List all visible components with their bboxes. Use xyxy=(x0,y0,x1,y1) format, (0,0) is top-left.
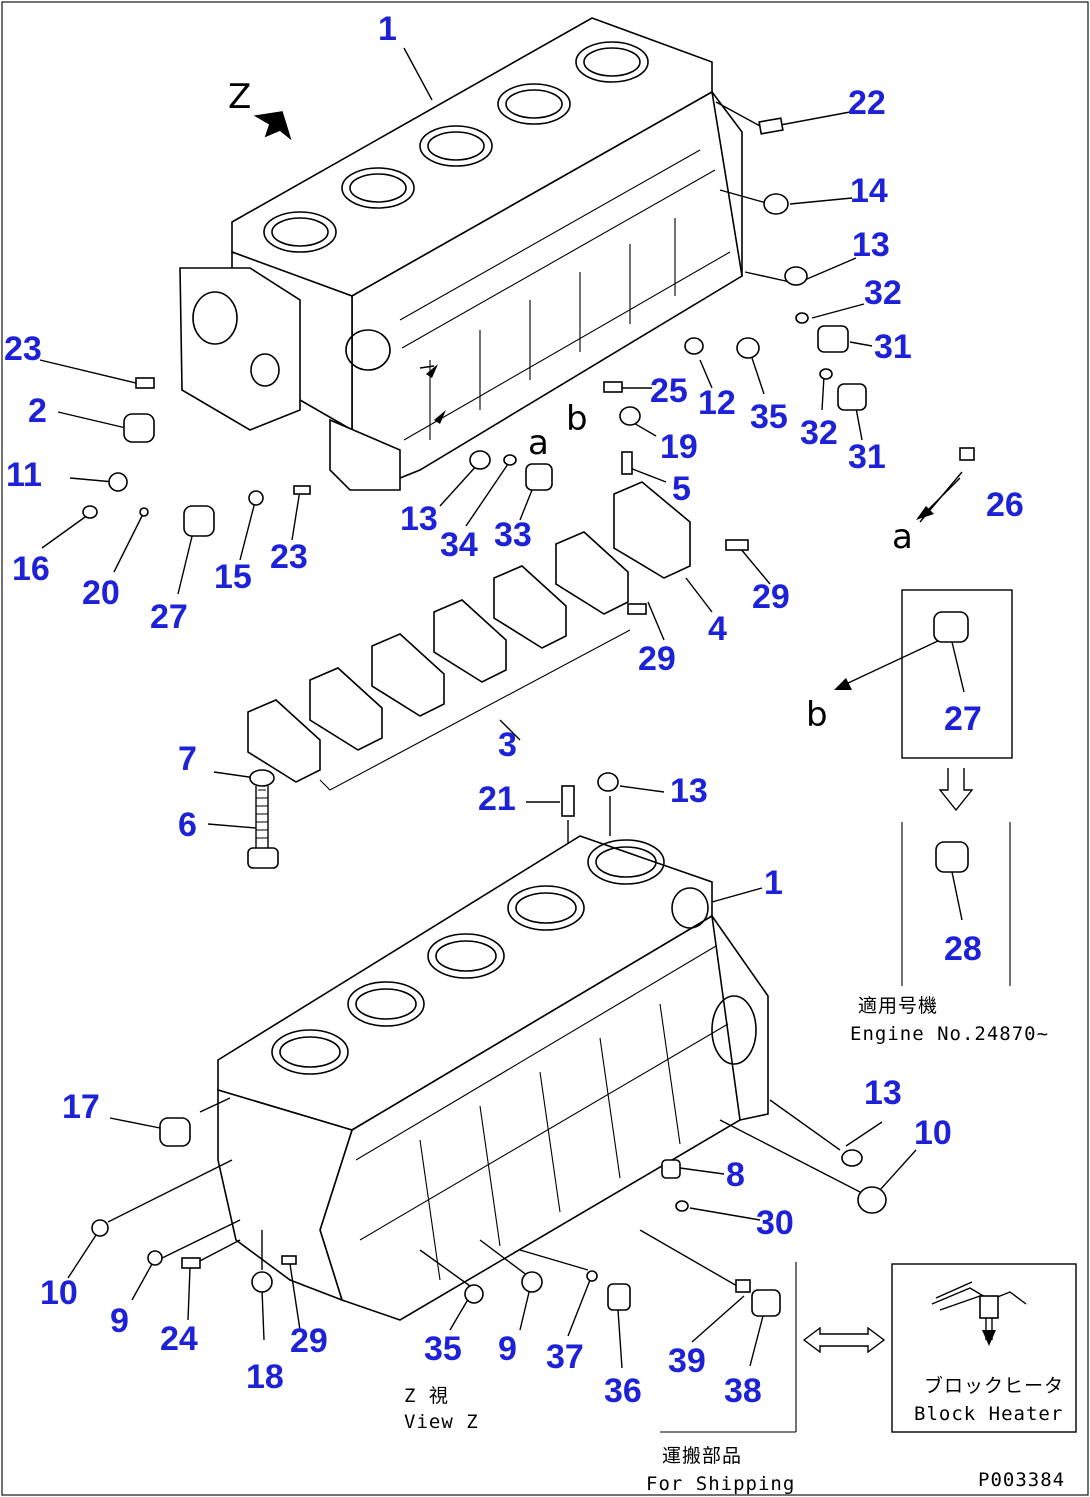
callout-label: 14 xyxy=(850,172,888,210)
dowel-and-plug xyxy=(526,772,665,870)
view-letter-a: a xyxy=(892,517,913,557)
callout-label: 26 xyxy=(986,486,1024,524)
callout-label: 31 xyxy=(874,328,912,366)
callout-label: 20 xyxy=(82,574,120,612)
view-z-note-jp: Z 視 xyxy=(404,1385,449,1407)
heater-note-jp: ブロックヒータ xyxy=(924,1374,1064,1397)
callout-label: 3 xyxy=(498,726,517,764)
callout-label: 24 xyxy=(160,1320,198,1358)
callout-label: 32 xyxy=(864,274,902,312)
callout-label: 19 xyxy=(660,428,698,466)
upper-cylinder-block xyxy=(179,17,743,491)
double-arrow xyxy=(802,1326,886,1354)
callout-label: 12 xyxy=(698,384,736,422)
callout-label: 35 xyxy=(424,1330,462,1368)
callout-label: 1 xyxy=(378,10,397,48)
callout-label: 22 xyxy=(848,84,886,122)
callout-label: 13 xyxy=(400,500,438,538)
callout-label: 38 xyxy=(724,1372,762,1410)
callout-label: 10 xyxy=(914,1114,952,1152)
callout-label: 5 xyxy=(672,470,691,508)
cap-bolt xyxy=(207,769,279,869)
callout-label: 25 xyxy=(650,372,688,410)
upper-leader-lines xyxy=(39,47,963,641)
main-bearing-caps xyxy=(247,481,691,791)
view-letter-b: b xyxy=(566,399,588,439)
callout-label: 2 xyxy=(28,392,47,430)
upper-small-parts xyxy=(82,117,975,615)
view-z-note-en: View Z xyxy=(404,1411,479,1433)
callout-label: 34 xyxy=(440,526,478,564)
heater-note-en: Block Heater xyxy=(914,1403,1063,1425)
lower-small-parts xyxy=(91,1117,887,1317)
lower-leader-lines xyxy=(67,887,917,1369)
callout-label: 29 xyxy=(638,640,676,678)
shipping-note-jp: 運搬部品 xyxy=(662,1445,742,1467)
callout-label: 10 xyxy=(40,1274,78,1312)
view-indicators xyxy=(253,111,961,690)
callout-label: 9 xyxy=(498,1330,517,1368)
callout-label: 33 xyxy=(494,516,532,554)
callout-label: 23 xyxy=(4,330,42,368)
callout-label: 6 xyxy=(178,806,197,844)
drawing-number: P003384 xyxy=(978,1469,1065,1491)
callout-label: 4 xyxy=(708,610,727,648)
callout-label: 36 xyxy=(604,1372,642,1410)
callout-labels: 1 22 14 13 32 31 23 2 25 12 35 32 31 11 … xyxy=(4,10,1024,1410)
callout-label: 30 xyxy=(756,1204,794,1242)
serial-note-en: Engine No.24870~ xyxy=(850,1023,1049,1045)
callout-label: 17 xyxy=(62,1088,100,1126)
serial-note-jp: 適用号機 xyxy=(858,995,938,1017)
callout-label: 18 xyxy=(246,1358,284,1396)
callout-label: 13 xyxy=(670,772,708,810)
callout-label: 13 xyxy=(852,226,890,264)
shipping-bracket xyxy=(660,1262,797,1433)
callout-label: 8 xyxy=(726,1156,745,1194)
callout-label: 15 xyxy=(214,558,252,596)
view-letter-b: b xyxy=(806,695,828,735)
callout-label: 27 xyxy=(944,700,982,738)
callout-label: 39 xyxy=(668,1342,706,1380)
callout-label: 9 xyxy=(110,1302,129,1340)
view-letters: Z a b a b xyxy=(228,77,913,735)
callout-label: 16 xyxy=(12,550,50,588)
callout-label: 32 xyxy=(800,414,838,452)
callout-label: 11 xyxy=(6,456,42,494)
replacement-arrow xyxy=(901,768,1011,986)
view-letter-a: a xyxy=(528,423,549,463)
callout-label: 28 xyxy=(944,930,982,968)
callout-label: 37 xyxy=(546,1338,584,1376)
detail-27-box xyxy=(901,589,1013,759)
view-letter-z: Z xyxy=(228,77,251,117)
callout-label: 7 xyxy=(178,740,197,778)
shipping-note-en: For Shipping xyxy=(646,1473,795,1495)
callout-label: 29 xyxy=(752,578,790,616)
notes: 適用号機 Engine No.24870~ Z 視 View Z 運搬部品 Fo… xyxy=(404,995,1065,1495)
callout-label: 13 xyxy=(864,1074,902,1112)
callout-label: 21 xyxy=(478,780,516,818)
block-heater-box xyxy=(891,1263,1077,1433)
callout-label: 29 xyxy=(290,1322,328,1360)
lower-cylinder-block xyxy=(217,835,769,1321)
callout-label: 31 xyxy=(848,438,886,476)
callout-label: 35 xyxy=(750,398,788,436)
callout-label: 1 xyxy=(764,864,783,902)
callout-label: 27 xyxy=(150,598,188,636)
callout-label: 23 xyxy=(270,538,308,576)
